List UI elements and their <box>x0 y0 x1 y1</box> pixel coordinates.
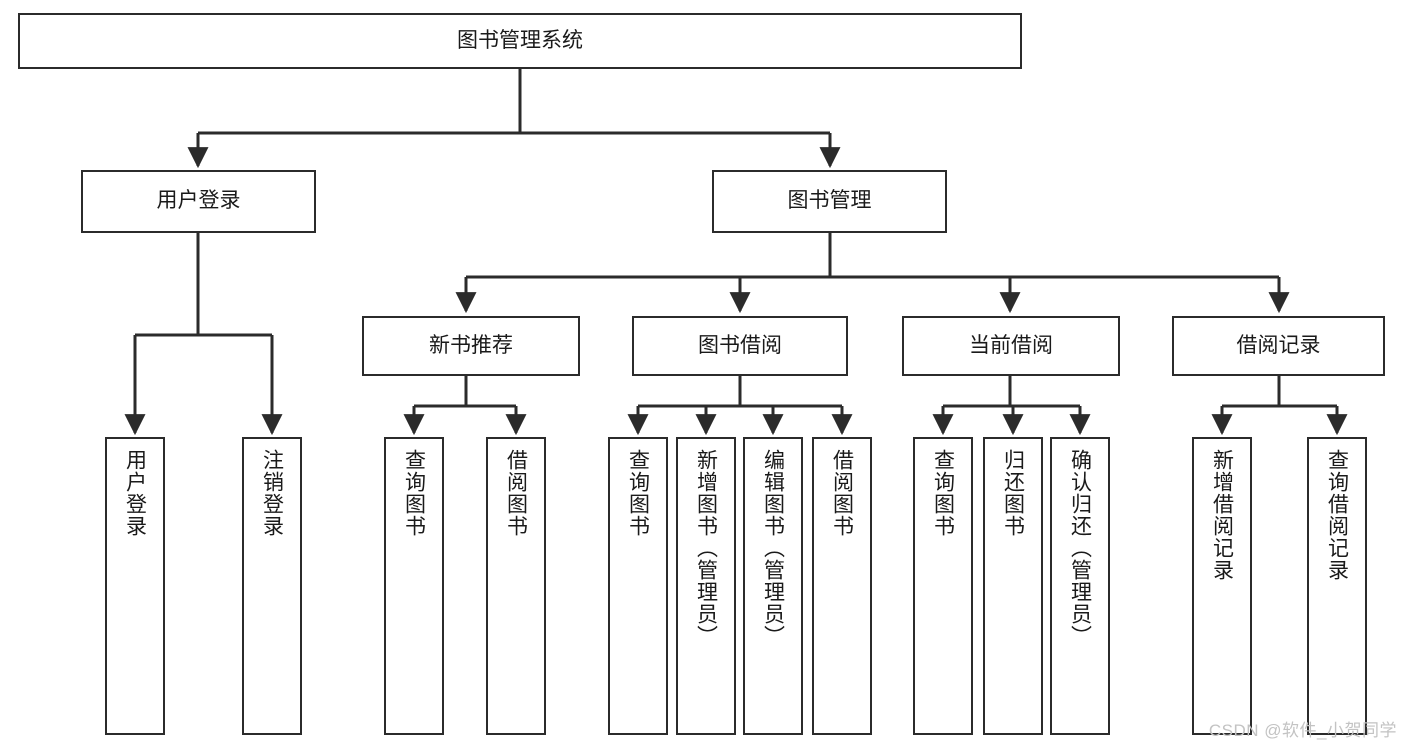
node-leaf-edit-book-admin[interactable]: 编辑图书（管理员） <box>743 437 803 735</box>
node-book-management-label: 图书管理 <box>787 189 872 213</box>
node-new-book-recommend[interactable]: 新书推荐 <box>362 316 580 376</box>
node-leaf-add-borrow-record[interactable]: 新增借阅记录 <box>1192 437 1252 735</box>
node-leaf-return-book-label: 归还图书 <box>1001 449 1025 537</box>
node-leaf-add-borrow-record-label: 新增借阅记录 <box>1210 449 1234 581</box>
node-leaf-add-book-admin-label: 新增图书（管理员） <box>694 449 718 647</box>
node-leaf-user-login[interactable]: 用户登录 <box>105 437 165 735</box>
node-leaf-logout[interactable]: 注销登录 <box>242 437 302 735</box>
node-root-label: 图书管理系统 <box>457 28 583 52</box>
node-leaf-return-book[interactable]: 归还图书 <box>983 437 1043 735</box>
node-leaf-query-book-current-label: 查询图书 <box>931 449 955 537</box>
node-book-management[interactable]: 图书管理 <box>712 170 947 233</box>
node-current-borrow[interactable]: 当前借阅 <box>902 316 1120 376</box>
node-leaf-query-book-borrow[interactable]: 查询图书 <box>608 437 668 735</box>
node-user-login-label: 用户登录 <box>156 189 241 213</box>
node-leaf-query-borrow-record[interactable]: 查询借阅记录 <box>1307 437 1367 735</box>
node-leaf-query-book-recommend-label: 查询图书 <box>402 449 426 537</box>
node-root[interactable]: 图书管理系统 <box>18 13 1022 69</box>
node-leaf-confirm-return-admin[interactable]: 确认归还（管理员） <box>1050 437 1110 735</box>
node-leaf-borrow-book[interactable]: 借阅图书 <box>812 437 872 735</box>
node-leaf-user-login-label: 用户登录 <box>123 449 147 537</box>
node-leaf-borrow-book-recommend[interactable]: 借阅图书 <box>486 437 546 735</box>
node-leaf-edit-book-admin-label: 编辑图书（管理员） <box>761 449 785 647</box>
node-leaf-query-book-borrow-label: 查询图书 <box>626 449 650 537</box>
node-leaf-borrow-book-recommend-label: 借阅图书 <box>504 449 528 537</box>
node-user-login[interactable]: 用户登录 <box>81 170 316 233</box>
node-leaf-query-book-current[interactable]: 查询图书 <box>913 437 973 735</box>
node-leaf-query-borrow-record-label: 查询借阅记录 <box>1325 449 1349 581</box>
node-leaf-borrow-book-label: 借阅图书 <box>830 449 854 537</box>
node-borrow-record-label: 借阅记录 <box>1236 333 1321 357</box>
node-leaf-logout-label: 注销登录 <box>260 449 284 537</box>
node-leaf-confirm-return-admin-label: 确认归还（管理员） <box>1068 449 1092 647</box>
node-current-borrow-label: 当前借阅 <box>969 333 1053 357</box>
node-leaf-add-book-admin[interactable]: 新增图书（管理员） <box>676 437 736 735</box>
node-new-book-recommend-label: 新书推荐 <box>429 333 513 357</box>
node-leaf-query-book-recommend[interactable]: 查询图书 <box>384 437 444 735</box>
node-borrow-record[interactable]: 借阅记录 <box>1172 316 1385 376</box>
node-book-borrow-label: 图书借阅 <box>698 333 782 357</box>
node-book-borrow[interactable]: 图书借阅 <box>632 316 848 376</box>
